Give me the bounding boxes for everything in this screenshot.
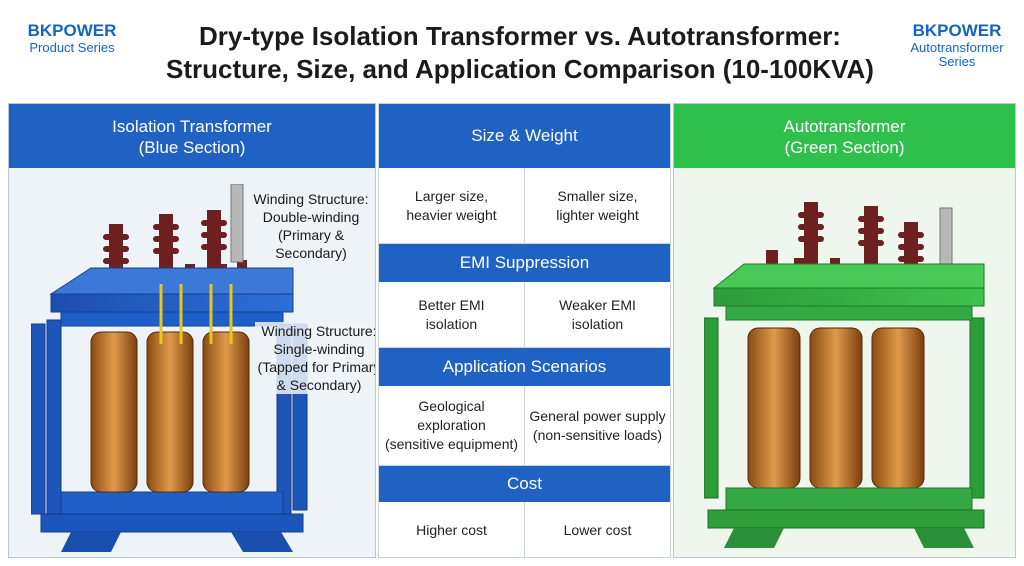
callout-single-line2: Single-winding — [273, 341, 365, 357]
cell-line: Smaller size, — [557, 187, 638, 204]
comparison-header-cost: Cost — [379, 466, 670, 502]
page-title: Dry-type Isolation Transformer vs. Autot… — [140, 20, 900, 85]
isolation-title-line1: Isolation Transformer — [112, 117, 272, 136]
callout-double-line2: Double-winding — [262, 209, 360, 225]
cell-line: Larger size, — [414, 187, 489, 204]
auto-title-line1: Autotransformer — [783, 117, 906, 136]
cell-line: (sensitive equipment) — [384, 436, 519, 452]
cell-line: General power supply — [529, 407, 666, 424]
cell-isolation-size: Larger size, heavier weight — [379, 168, 524, 243]
cell-line: Better EMI — [418, 296, 485, 313]
autotransformer-header: Autotransformer (Green Section) — [674, 104, 1015, 168]
cell-auto-emi: Weaker EMI isolation — [524, 282, 670, 347]
autotransformer-illustration — [704, 202, 985, 548]
isolation-transformer-header: Isolation Transformer (Blue Section) — [9, 104, 375, 168]
callout-single-line3: (Tapped for Primary — [257, 359, 376, 375]
auto-coils — [747, 327, 925, 489]
callout-double-line3: (Primary & Secondary) — [275, 227, 347, 261]
cell-isolation-cost: Higher cost — [379, 502, 524, 557]
cell-line: isolation — [425, 315, 478, 332]
cell-isolation-emi: Better EMI isolation — [379, 282, 524, 347]
autotransformer-panel: Autotransformer (Green Section) — [673, 103, 1016, 558]
brand-left: BKPOWER Product Series — [10, 21, 134, 55]
page-title-line1: Dry-type Isolation Transformer vs. Autot… — [199, 21, 841, 51]
cell-auto-cost: Lower cost — [524, 502, 670, 557]
comparison-header-text: EMI Suppression — [459, 253, 590, 272]
cell-line: Weaker EMI — [559, 296, 636, 313]
cell-line: Lower cost — [563, 522, 632, 538]
brand-right-sub-line2: Series — [938, 53, 976, 69]
comparison-header-text: Cost — [507, 474, 542, 493]
callout-single-line1: Winding Structure: — [261, 323, 376, 339]
comparison-table: Size & Weight Larger size, heavier weight… — [378, 103, 671, 558]
cell-line: isolation — [571, 315, 624, 332]
auto-title-line2: (Green Section) — [784, 138, 905, 157]
cell-line: (non-sensitive loads) — [532, 426, 663, 443]
brand-right-sub-line1: Autotransformer — [910, 39, 1004, 55]
comparison-row-cost: Higher cost Lower cost — [379, 502, 670, 557]
comparison-header-text: Size & Weight — [471, 126, 578, 145]
comparison-row-emi: Better EMI isolation Weaker EMI isolation — [379, 282, 670, 348]
page-title-line2: Structure, Size, and Application Compari… — [166, 53, 874, 84]
cell-line: Geological exploration — [417, 398, 486, 433]
cell-line: lighter weight — [556, 206, 639, 223]
comparison-header-size-weight: Size & Weight — [379, 104, 670, 168]
brand-left-name: BKPOWER — [27, 21, 117, 40]
comparison-header-emi: EMI Suppression — [379, 244, 670, 282]
callout-double-line1: Winding Structure: — [253, 191, 369, 207]
isolation-transformer-panel: Isolation Transformer (Blue Section) — [8, 103, 376, 558]
comparison-row-application: Geological exploration (sensitive equipme… — [379, 386, 670, 466]
brand-right: BKPOWER Autotransformer Series — [898, 21, 1016, 69]
cell-isolation-application: Geological exploration (sensitive equipme… — [379, 386, 524, 465]
comparison-row-size-weight: Larger size, heavier weight Smaller size,… — [379, 168, 670, 244]
callout-single-winding: Winding Structure: Single-winding (Tappe… — [255, 322, 376, 394]
cell-line: heavier weight — [406, 206, 497, 223]
brand-right-name: BKPOWER — [912, 21, 1002, 40]
isolation-coils — [90, 331, 250, 493]
callout-double-winding: Winding Structure: Double-winding (Prima… — [241, 190, 375, 262]
cell-line: Higher cost — [416, 522, 487, 538]
cell-auto-size: Smaller size, lighter weight — [524, 168, 670, 243]
brand-left-sub: Product Series — [29, 39, 115, 55]
cell-auto-application: General power supply (non-sensitive loads… — [524, 386, 670, 465]
callout-single-line4: & Secondary) — [276, 377, 362, 393]
comparison-header-application: Application Scenarios — [379, 348, 670, 386]
isolation-title-line2: (Blue Section) — [138, 138, 246, 157]
comparison-header-text: Application Scenarios — [442, 357, 607, 376]
